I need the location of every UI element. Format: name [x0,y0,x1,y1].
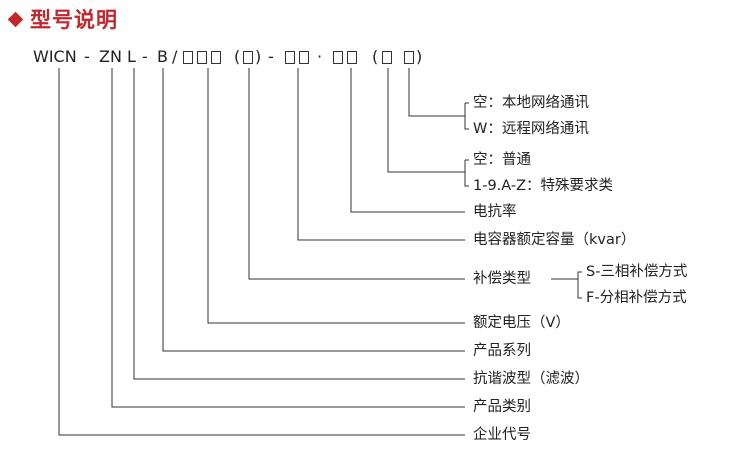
label-category: 产品类别 [473,399,531,415]
code-paren-close: ) [416,47,423,66]
code-paren-close: ) [255,47,262,66]
reactance-box [333,51,343,64]
label-harmonic: 抗谐波型（滤波） [473,371,589,387]
code-slash: / [172,47,178,66]
voltage-box [211,51,221,64]
code-separator: - [142,47,148,66]
code-separator: - [84,47,90,66]
capacity-box [299,51,309,64]
label-comp-f: F-分相补偿方式 [586,290,687,306]
comp-type-box [243,51,253,64]
code-paren-open: ( [234,47,241,66]
code-paren-open: ( [372,47,379,66]
code-b: B [157,47,168,66]
code-prefix: WICN [33,47,77,66]
code-dot: · [317,47,323,66]
code-separator: - [268,47,274,66]
capacity-box [285,51,295,64]
voltage-box [197,51,207,64]
label-comm-remote: W：远程网络通讯 [473,121,589,137]
code-l: L [127,47,136,66]
voltage-box [183,51,193,64]
section-header: 型号说明 [6,4,118,34]
label-type-normal: 空：普通 [473,152,531,168]
special-type-box [382,51,392,64]
reactance-box [347,51,357,64]
label-reactance: 电抗率 [473,204,517,220]
label-comp-s: S-三相补偿方式 [586,264,688,280]
label-comm-local: 空：本地网络通讯 [473,95,589,111]
code-zn: ZN [99,47,122,66]
label-company: 企业代号 [473,427,531,443]
label-type-special: 1-9.A-Z：特殊要求类 [473,178,614,194]
comm-box [404,51,414,64]
label-comp-type: 补偿类型 [473,271,531,287]
section-title: 型号说明 [30,8,118,32]
label-voltage: 额定电压（V） [473,315,570,331]
label-capacity: 电容器额定容量（kvar） [473,232,636,248]
label-series: 产品系列 [473,343,531,359]
